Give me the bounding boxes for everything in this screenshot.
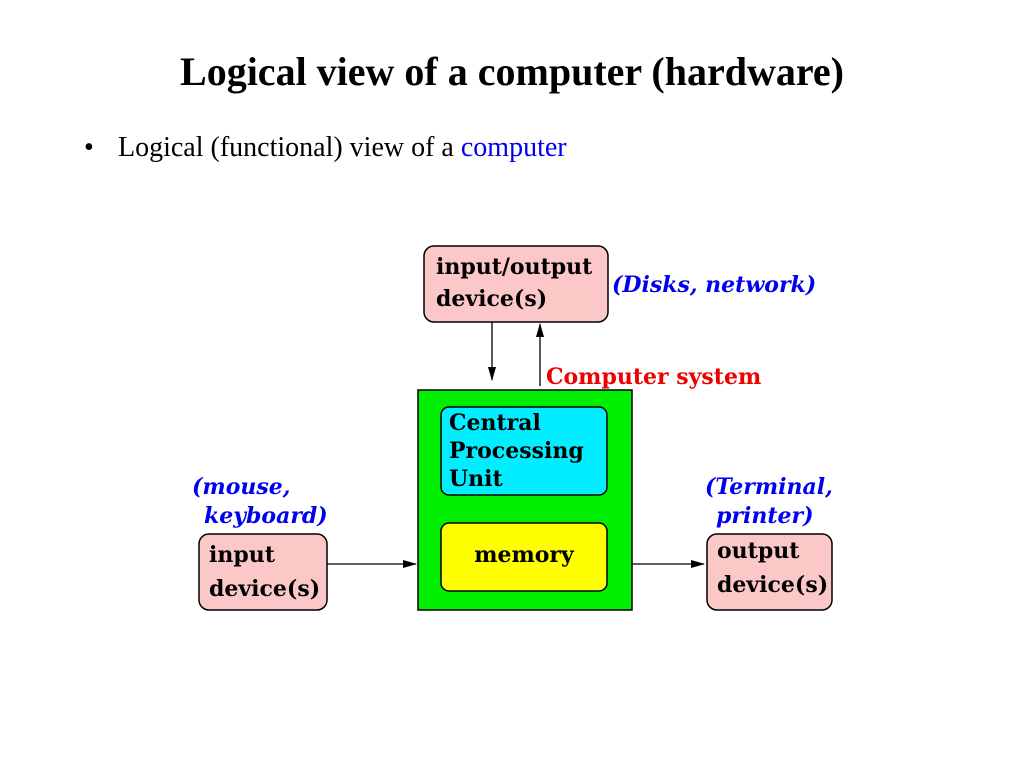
memory-label: memory xyxy=(474,542,575,568)
cpu-label-line3: Unit xyxy=(449,466,504,492)
output-device-label-line2: device(s) xyxy=(717,572,828,598)
computer-system-label: Computer system xyxy=(546,364,761,390)
cpu-box xyxy=(440,406,608,496)
computer-link[interactable]: computer xyxy=(460,132,567,163)
input-device-box xyxy=(198,533,328,611)
input-note-line2: keyboard) xyxy=(204,503,328,529)
memory-box xyxy=(440,522,608,592)
input-device-label-line1: input xyxy=(209,542,276,568)
input-note-line1: (mouse, xyxy=(192,474,290,500)
cpu-label-line1: Central xyxy=(449,410,541,436)
io-device-box xyxy=(423,245,609,323)
bullet-item: • Logical (functional) view of a computer xyxy=(84,130,567,166)
output-note-line1: (Terminal, xyxy=(705,474,833,500)
input-device-label-line2: device(s) xyxy=(209,576,320,602)
bullet-dot: • xyxy=(84,132,94,163)
bullet-text: Logical (functional) view of a xyxy=(118,132,461,163)
io-device-label-line2: device(s) xyxy=(436,286,547,312)
output-device-label-line1: output xyxy=(717,538,800,564)
cpu-label-line2: Processing xyxy=(449,438,584,464)
slide-title: Logical view of a computer (hardware) xyxy=(180,49,844,94)
output-device-box xyxy=(706,533,833,611)
io-device-label-line1: input/output xyxy=(436,254,593,280)
io-device-note: (Disks, network) xyxy=(612,272,816,298)
output-note-line2: printer) xyxy=(716,503,814,529)
